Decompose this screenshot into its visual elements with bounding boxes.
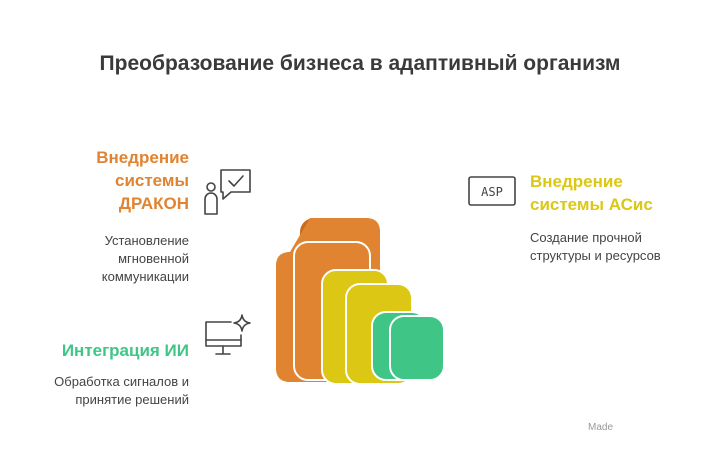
monitor-sparkle-icon [205, 314, 251, 355]
asp-icon-label: ASP [481, 185, 503, 199]
ai-heading-line: Интеграция ИИ [61, 341, 189, 360]
drakon-heading-line: ДРАКОН [118, 194, 189, 213]
drakon-heading: Внедрение системы ДРАКОН [29, 146, 189, 215]
layered-stack-graphic [276, 218, 445, 385]
ai-desc-line: принятие решений [75, 392, 189, 407]
drakon-desc-line: коммуникации [101, 269, 189, 284]
ai-desc-line: Обработка сигналов и [54, 374, 189, 389]
page-title: Преобразование бизнеса в адаптивный орга… [99, 52, 621, 75]
watermark: Made [588, 422, 614, 433]
drakon-desc-line: Установление [104, 233, 189, 248]
asis-description: Создание прочной структуры и ресурсов [530, 229, 710, 265]
ai-description: Обработка сигналов и принятие решений [0, 373, 189, 409]
asis-heading: Внедрение системы АСис [530, 170, 700, 216]
drakon-description: Установление мгновенной коммуникации [9, 232, 189, 286]
green-layer [371, 311, 445, 381]
asis-heading-line: Внедрение [530, 172, 623, 191]
asis-desc-line: Создание прочной [530, 230, 642, 245]
asis-desc-line: структуры и ресурсов [530, 248, 661, 263]
drakon-desc-line: мгновенной [118, 251, 189, 266]
drakon-heading-line: системы [114, 171, 189, 190]
asis-heading-line: системы АСис [530, 195, 653, 214]
person-chat-check-icon [204, 169, 251, 215]
drakon-heading-line: Внедрение [96, 148, 189, 167]
ai-heading: Интеграция ИИ [0, 339, 189, 362]
asp-code-icon: ASP [468, 176, 516, 206]
